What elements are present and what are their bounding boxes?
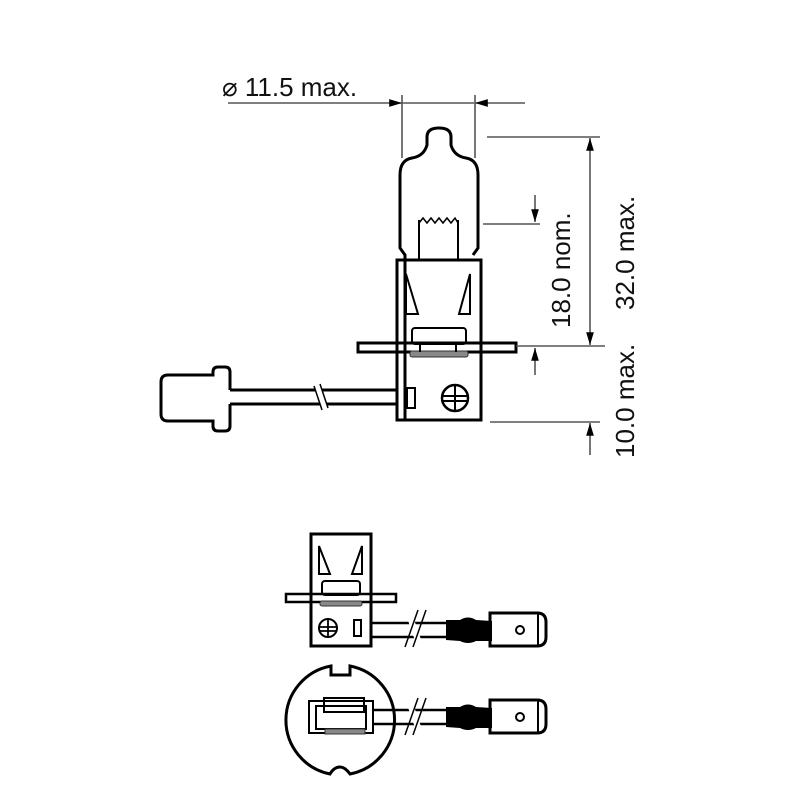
lead-wire xyxy=(230,381,397,412)
light-center-label: 18.0 nom. xyxy=(546,212,576,328)
light-center-dimension: 18.0 nom. xyxy=(531,195,576,375)
below-flange-dimension: 10.0 max. xyxy=(586,344,640,458)
diameter-label: ⌀ 11.5 max. xyxy=(222,72,357,102)
ground-symbol xyxy=(318,618,338,638)
wire-connector xyxy=(159,365,232,433)
ground-symbol xyxy=(440,383,470,413)
glass-envelope xyxy=(398,126,480,420)
filament xyxy=(418,216,459,260)
base-slot-right xyxy=(457,273,471,315)
side-view: ⌀ 11.5 max. xyxy=(159,72,640,458)
below-flange-label: 10.0 max. xyxy=(610,344,640,458)
base-slot-left xyxy=(405,273,420,315)
bottom-view xyxy=(284,664,548,776)
diameter-dimension: ⌀ 11.5 max. xyxy=(222,72,525,158)
overall-length-label: 32.0 max. xyxy=(610,196,640,310)
rear-view xyxy=(284,532,548,648)
contact-slot xyxy=(406,387,416,409)
overall-length-dimension: 32.0 max. xyxy=(586,138,640,345)
